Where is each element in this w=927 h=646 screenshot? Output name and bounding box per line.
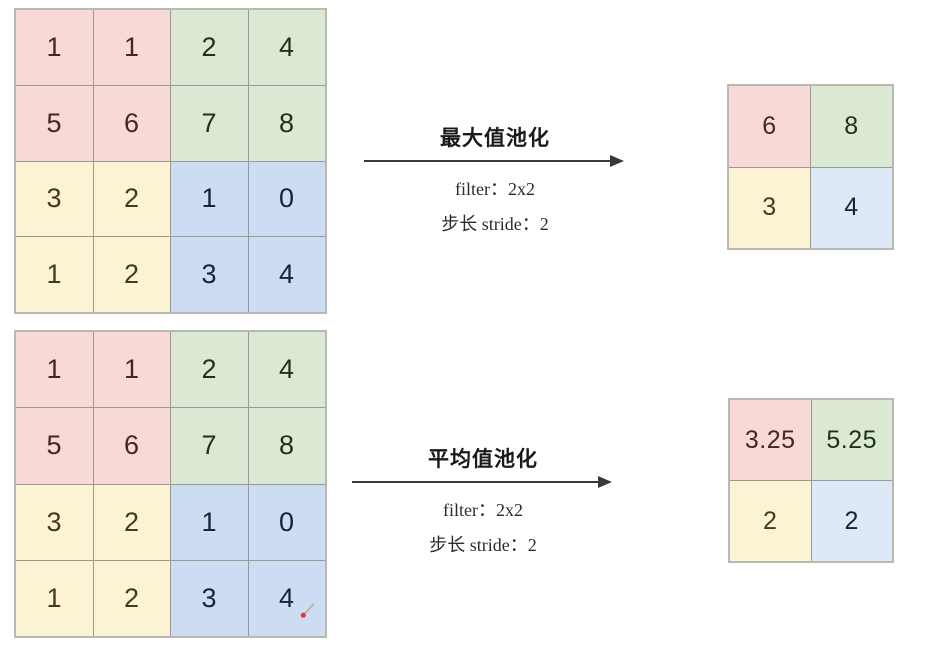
avg-pool-input-grid: 1 1 2 4 5 6 7 8 3 2 1 0 1 2 3 4 <box>14 330 327 638</box>
filter-label: filter： <box>455 179 508 199</box>
grid-cell: 3 <box>16 484 93 560</box>
max-pool-stride-text: 步长 stride：2 <box>345 210 645 236</box>
grid-cell: 2 <box>730 481 811 561</box>
grid-cell: 0 <box>248 484 325 560</box>
grid-cell: 3 <box>171 237 248 312</box>
grid-cell: 1 <box>93 332 170 408</box>
grid-cell: 3.25 <box>730 400 811 480</box>
max-pool-input-grid: 1 1 2 4 5 6 7 8 3 2 1 0 1 2 3 4 <box>14 8 327 314</box>
grid-cell: 2 <box>93 484 170 560</box>
stride-value: 2 <box>527 535 537 555</box>
grid-cell: 1 <box>16 237 93 312</box>
grid-cell: 4 <box>248 332 325 408</box>
avg-pool-stride-text: 步长 stride：2 <box>333 531 633 557</box>
grid-cell: 6 <box>729 86 810 167</box>
grid-cell: 6 <box>93 408 170 484</box>
filter-value: 2x2 <box>495 500 523 520</box>
grid-cell: 5 <box>16 85 93 161</box>
max-pool-operation: 最大值池化 filter：2x2 步长 stride：2 <box>345 122 645 236</box>
grid-cell: 1 <box>93 10 170 85</box>
stride-label-cjk: 步长 <box>441 214 478 234</box>
grid-cell: 1 <box>16 332 93 408</box>
avg-pool-title: 平均值池化 <box>428 448 538 471</box>
grid-cell: 0 <box>248 161 325 237</box>
grid-cell: 2 <box>93 237 170 312</box>
grid-cell: 2 <box>171 10 248 85</box>
grid-cell: 8 <box>248 408 325 484</box>
grid-cell: 8 <box>811 86 892 167</box>
arrow-line <box>364 160 612 162</box>
grid-cell: 5 <box>16 408 93 484</box>
grid-cell: 5.25 <box>811 400 892 480</box>
grid-cell: 8 <box>248 85 325 161</box>
max-pool-arrow-icon <box>364 154 626 168</box>
grid-cell: 3 <box>16 161 93 237</box>
grid-cell: 2 <box>171 332 248 408</box>
grid-cell: 3 <box>729 167 810 248</box>
avg-pool-output-grid: 3.25 5.25 2 2 <box>728 398 894 563</box>
grid-cell: 4 <box>248 560 325 636</box>
grid-cell: 4 <box>811 167 892 248</box>
grid-cell: 2 <box>93 161 170 237</box>
stride-label-en: stride： <box>465 535 528 555</box>
avg-pool-arrow-icon <box>352 475 614 489</box>
grid-cell: 4 <box>248 237 325 312</box>
grid-cell: 6 <box>93 85 170 161</box>
arrow-head <box>610 155 624 167</box>
grid-cell: 1 <box>171 161 248 237</box>
stride-label-cjk: 步长 <box>429 535 466 555</box>
grid-cell: 2 <box>811 481 892 561</box>
grid-cell: 1 <box>16 10 93 85</box>
avg-pool-filter-text: filter：2x2 <box>333 496 633 522</box>
grid-cell: 7 <box>171 408 248 484</box>
max-pool-title: 最大值池化 <box>440 127 550 150</box>
avg-pool-operation: 平均值池化 filter：2x2 步长 stride：2 <box>333 443 633 557</box>
arrow-line <box>352 481 600 483</box>
grid-cell: 2 <box>93 560 170 636</box>
filter-value: 2x2 <box>507 179 535 199</box>
grid-cell: 1 <box>16 560 93 636</box>
grid-cell: 1 <box>171 484 248 560</box>
stride-value: 2 <box>539 214 549 234</box>
arrow-head <box>598 476 612 488</box>
max-pool-filter-text: filter：2x2 <box>345 175 645 201</box>
grid-cell: 4 <box>248 10 325 85</box>
max-pool-output-grid: 6 8 3 4 <box>727 84 894 250</box>
stride-label-en: stride： <box>477 214 540 234</box>
filter-label: filter： <box>443 500 496 520</box>
grid-cell: 3 <box>171 560 248 636</box>
grid-cell: 7 <box>171 85 248 161</box>
